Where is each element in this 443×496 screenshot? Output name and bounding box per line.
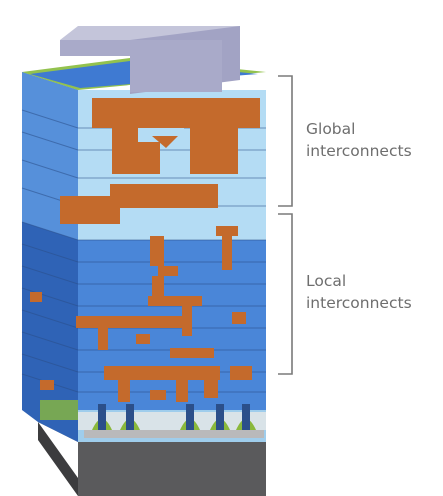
cap-block bbox=[60, 26, 240, 94]
local-label-line1: Local bbox=[306, 272, 347, 290]
global-copper-wiring bbox=[60, 98, 260, 224]
local-copper-wiring bbox=[30, 226, 252, 402]
transistor-layer bbox=[40, 400, 266, 438]
global-label-line1: Global bbox=[306, 120, 356, 138]
local-label-line2: interconnects bbox=[306, 294, 412, 312]
local-interconnects-label: Local interconnects bbox=[306, 270, 412, 314]
local-bracket bbox=[278, 213, 293, 375]
global-label-line2: interconnects bbox=[306, 142, 412, 160]
global-interconnects-label: Global interconnects bbox=[306, 118, 412, 162]
global-bracket bbox=[278, 75, 293, 207]
